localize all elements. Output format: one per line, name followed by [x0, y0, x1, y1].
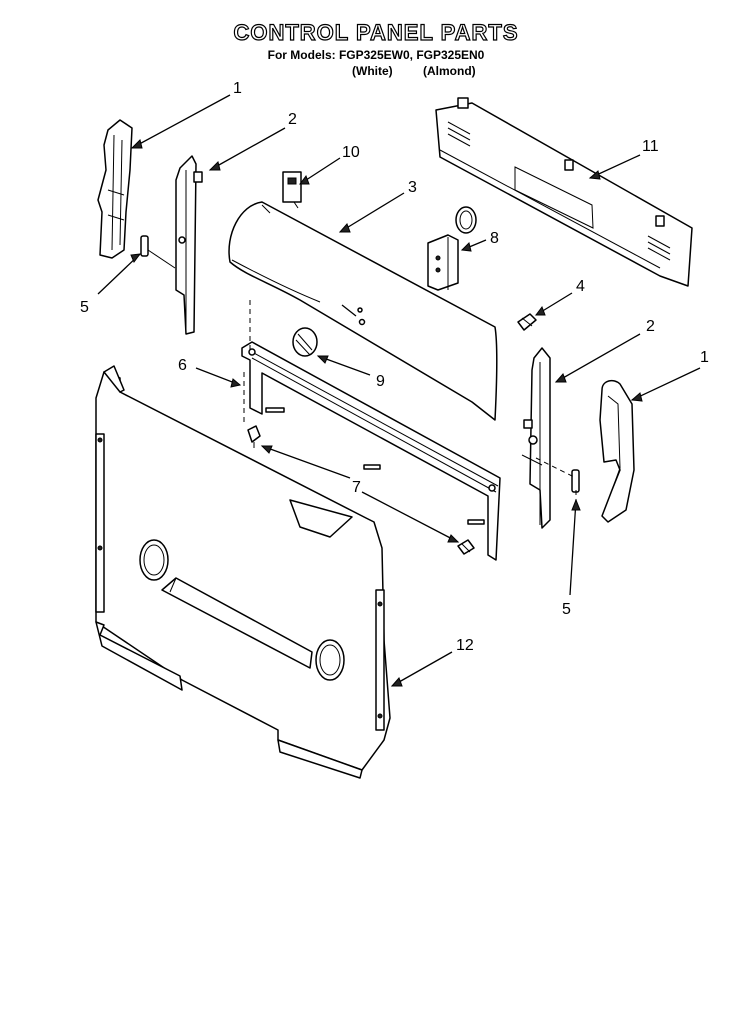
part-5-left-clip [140, 235, 176, 269]
part-6-support [241, 341, 501, 561]
callout-6: 6 [178, 357, 187, 374]
leader-lines [97, 94, 701, 687]
part-5-right-clip [571, 469, 580, 493]
callout-2-left: 2 [288, 111, 297, 128]
callout-8: 8 [490, 230, 499, 247]
callout-1-right: 1 [700, 349, 709, 366]
part-11-bracket [435, 97, 693, 287]
callout-5-right: 5 [562, 601, 571, 618]
callout-4: 4 [576, 278, 585, 295]
part-9-knob [292, 327, 318, 357]
part-12-lower-panel [95, 365, 391, 779]
callout-7: 7 [352, 479, 361, 496]
page-title: CONTROL PANEL PARTS [233, 19, 519, 45]
variant-almond-label: (Almond) [423, 64, 476, 78]
callout-2-right: 2 [646, 318, 655, 335]
callout-1-left: 1 [233, 80, 242, 97]
alignment-line [535, 457, 577, 479]
part-2-left-bracket [175, 155, 203, 335]
part-10-clip [282, 171, 302, 209]
callout-11: 11 [642, 138, 659, 155]
part-2-right-bracket [521, 347, 551, 529]
callout-5-left: 5 [80, 299, 89, 316]
part-3-control-panel [228, 201, 498, 421]
callout-12: 12 [456, 637, 474, 654]
variant-white-label: (White) [352, 64, 393, 78]
callout-3: 3 [408, 179, 417, 196]
models-subtitle: For Models: FGP325EW0, FGP325EN0 [267, 48, 485, 62]
part-1-right-endcap [599, 379, 635, 523]
part-7-screws [247, 425, 475, 555]
part-1-left-endcap [97, 119, 133, 259]
part-8-module [427, 206, 477, 291]
part-4-screw [517, 313, 537, 331]
callout-9: 9 [376, 373, 385, 390]
callout-10: 10 [342, 144, 360, 161]
